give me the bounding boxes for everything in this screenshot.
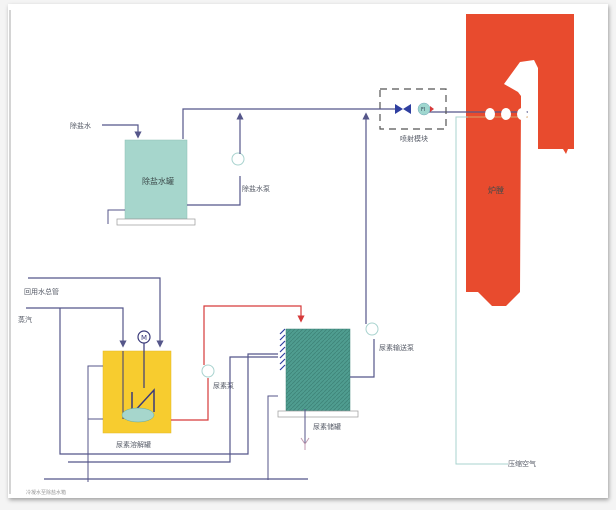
demin-tank-label: 除盐水罐 (142, 176, 174, 186)
agitator-blade (131, 388, 155, 416)
nozzle-1 (485, 108, 495, 120)
urea-pump-discharge (203, 305, 305, 365)
compressed-air-label: 压缩空气 (508, 459, 536, 468)
condensate-note: 冷凝水至除盐水箱 (26, 489, 66, 496)
storage-tank-label: 尿素储罐 (313, 422, 341, 431)
demin-water-in-label: 除盐水 (70, 121, 91, 130)
furnace-label: 炉膛 (488, 185, 504, 195)
injection-module-label: 喷射模块 (400, 134, 428, 143)
compressed-air-line (455, 116, 508, 465)
recycle-water-label: 回用水总管 (24, 287, 59, 296)
storage-inlet-line (68, 356, 278, 463)
demin-water-in-line (102, 124, 142, 139)
flow-meter-label: FI (421, 107, 425, 113)
storage-tank-base (277, 410, 359, 418)
steam-label: 蒸汽 (18, 315, 32, 324)
motor-label: M (141, 334, 147, 342)
transfer-pump-icon (365, 322, 379, 336)
transfer-pump-label: 尿素输送泵 (379, 343, 414, 352)
steam-line (26, 307, 127, 348)
dissolve-tank-recirc (87, 365, 103, 420)
storage-outlet-line (267, 395, 278, 480)
transfer-pump-suction (350, 339, 375, 378)
nozzle-3 (517, 108, 527, 120)
urea-pump-label: 尿素泵 (213, 381, 234, 390)
urea-pump-suction (171, 378, 209, 421)
level-gauge-hatch (279, 328, 286, 371)
urea-pump-icon (201, 364, 215, 378)
nozzle-2 (501, 108, 511, 120)
valve-icon (395, 104, 411, 114)
demin-water-tank (124, 139, 188, 220)
demin-tank-drain (107, 209, 125, 224)
recycle-water-line (28, 277, 164, 348)
furnace (466, 14, 574, 306)
demin-pump-label: 除盐水泵 (242, 184, 270, 193)
dissolve-tank-label: 尿素溶解罐 (116, 440, 151, 449)
check-valve-icon (430, 106, 434, 112)
urea-storage-tank (285, 328, 351, 412)
demin-header-line (182, 108, 395, 139)
demin-pump-icon (231, 152, 245, 166)
demin-tank-base (116, 218, 196, 226)
process-flow-diagram: 炉膛 压缩空气 FI 喷射模块 除盐水 除盐水罐 除盐水泵 回用水总管 蒸汽 M… (9, 10, 574, 496)
demin-pump-outlet (187, 176, 241, 206)
diagram-frame: 炉膛 压缩空气 FI 喷射模块 除盐水 除盐水罐 除盐水泵 回用水总管 蒸汽 M… (8, 4, 608, 498)
drain-icon (300, 437, 310, 450)
steam-coil (121, 407, 155, 423)
steam-branch-line (59, 308, 278, 455)
